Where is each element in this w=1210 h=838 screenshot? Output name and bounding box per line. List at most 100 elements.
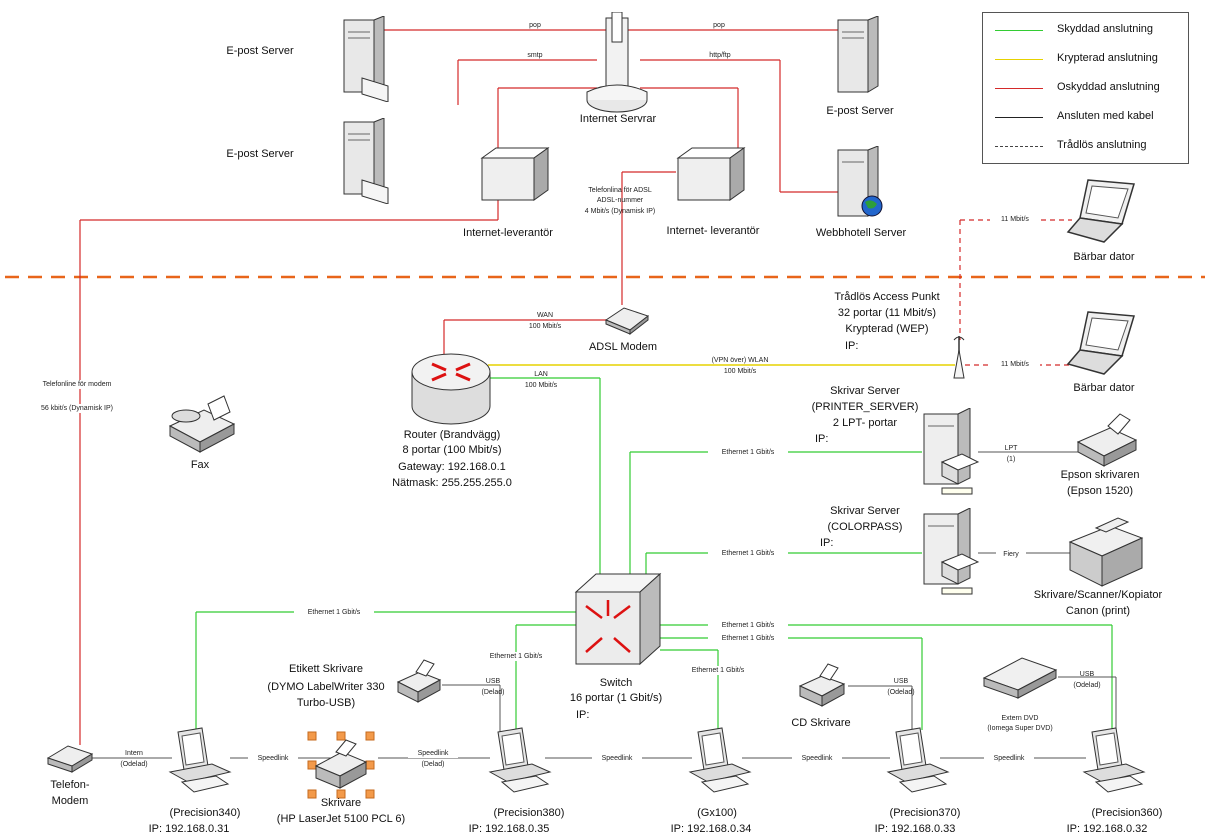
wan-label: WAN bbox=[536, 312, 554, 319]
pc-ip: IP: 192.168.0.35 bbox=[468, 823, 550, 835]
modem-line-label: 56 kbit/s (Dynamisk IP) bbox=[22, 404, 132, 413]
speedlink-label: Speedlink bbox=[792, 754, 842, 763]
ethernet-label: Ethernet 1 Gbit/s bbox=[708, 448, 788, 457]
router-icon bbox=[411, 353, 491, 425]
desktop-pc-icon bbox=[488, 727, 552, 793]
epson-printer-icon bbox=[1076, 413, 1138, 467]
pc-name: (Precision380) bbox=[493, 807, 565, 819]
internet-servers-icon bbox=[586, 12, 648, 113]
pc-name: (Precision360) bbox=[1091, 807, 1163, 819]
speedlink-label: Speedlink bbox=[592, 754, 642, 763]
isp-box-icon bbox=[676, 147, 746, 201]
dymo-printer-icon bbox=[396, 659, 442, 703]
isp-box-icon bbox=[480, 147, 550, 201]
usb-label: (Odelad) bbox=[887, 689, 915, 696]
intern-label: Intern bbox=[125, 750, 143, 757]
copier-icon bbox=[1068, 517, 1144, 587]
access-point-icon bbox=[953, 336, 965, 379]
email-server-label: E-post Server bbox=[826, 105, 894, 117]
dvd-drive-icon bbox=[982, 657, 1058, 699]
print-server-label: Skrivar Server bbox=[830, 505, 900, 517]
email-server-icon bbox=[343, 16, 389, 102]
switch-icon bbox=[574, 572, 662, 666]
fiery-label: Fiery bbox=[996, 550, 1026, 559]
desktop-pc-icon bbox=[688, 727, 752, 793]
email-server-icon bbox=[343, 118, 389, 204]
speedlink-label: Speedlink bbox=[248, 754, 298, 763]
dymo-label: (DYMO LabelWriter 330 bbox=[267, 681, 385, 693]
pop-label: pop bbox=[713, 22, 725, 29]
telephone-modem-label: Modem bbox=[51, 795, 89, 807]
epson-label: (Epson 1520) bbox=[1066, 485, 1134, 497]
dymo-label: Turbo-USB) bbox=[296, 697, 356, 709]
ethernet-label: Ethernet 1 Gbit/s bbox=[476, 652, 556, 661]
router-label: Nätmask: 255.255.255.0 bbox=[392, 477, 512, 489]
pc-name: (Gx100) bbox=[697, 807, 737, 819]
email-server-label: E-post Server bbox=[226, 148, 294, 160]
isp-label: Internet-leverantör bbox=[463, 227, 553, 239]
speedlink-label: Speedlink bbox=[408, 749, 458, 758]
intern-label: (Odelad) bbox=[120, 761, 148, 768]
laptop-icon bbox=[1066, 179, 1135, 243]
desktop-pc-icon bbox=[886, 727, 950, 793]
http-ftp-label: http/ftp bbox=[709, 52, 731, 59]
pc-ip: IP: 192.168.0.32 bbox=[1066, 823, 1148, 835]
smtp-label: smtp bbox=[527, 52, 543, 59]
hp-printer-icon bbox=[307, 731, 375, 799]
laptop-label: Bärbar dator bbox=[1073, 382, 1135, 394]
pc-ip: IP: 192.168.0.31 bbox=[148, 823, 230, 835]
print-server-label: (COLORPASS) bbox=[827, 521, 903, 533]
pc-name: (Precision370) bbox=[889, 807, 961, 819]
lpt-label: LPT bbox=[1004, 445, 1018, 452]
wifi-speed-label: 11 Mbit/s bbox=[990, 215, 1040, 224]
speedlink-label: Speedlink bbox=[984, 754, 1034, 763]
telephone-modem-label: Telefon- bbox=[50, 779, 90, 791]
usb-label: (Delad) bbox=[481, 689, 505, 696]
dvd-label: Extern DVD bbox=[1001, 715, 1039, 722]
fax-icon bbox=[168, 395, 236, 453]
hp-printer-label: (HP LaserJet 5100 PCL 6) bbox=[276, 813, 406, 825]
usb-label: USB bbox=[1079, 671, 1095, 678]
vpn-label: 100 Mbit/s bbox=[723, 368, 757, 375]
copier-label: Canon (print) bbox=[1065, 605, 1131, 617]
laptop-icon bbox=[1066, 311, 1135, 375]
modem-line-label: Telefonline för modem bbox=[22, 380, 132, 389]
webhotel-label: Webbhotell Server bbox=[815, 227, 907, 239]
print-server-label: Skrivar Server bbox=[830, 385, 900, 397]
adsl-line-label: ADSL-nummer bbox=[596, 197, 644, 204]
legend-wireless: Trådlös anslutning bbox=[1057, 139, 1147, 151]
access-point-label: Trådlös Access Punkt bbox=[834, 291, 940, 303]
adsl-line-label: Telefonlina för ADSL bbox=[588, 187, 652, 194]
switch-label: 16 portar (1 Gbit/s) bbox=[569, 692, 663, 704]
email-server-icon bbox=[837, 16, 879, 93]
router-label: 8 portar (100 Mbit/s) bbox=[402, 444, 502, 456]
ethernet-label: Ethernet 1 Gbit/s bbox=[708, 634, 788, 643]
print-server-label: 2 LPT- portar bbox=[832, 417, 898, 429]
internet-servers-label: Internet Servrar bbox=[579, 113, 657, 125]
adsl-modem-icon bbox=[604, 307, 650, 336]
dvd-label: (Iomega Super DVD) bbox=[987, 725, 1053, 732]
webhotel-server-icon bbox=[837, 146, 883, 217]
ethernet-label: Ethernet 1 Gbit/s bbox=[678, 666, 758, 675]
pop-label: pop bbox=[529, 22, 541, 29]
email-server-label: E-post Server bbox=[226, 45, 294, 57]
telephone-modem-icon bbox=[46, 745, 94, 773]
lan-label: LAN bbox=[534, 371, 548, 378]
usb-label: USB bbox=[485, 678, 501, 685]
copier-label: Skrivare/Scanner/Kopiator bbox=[1033, 589, 1163, 601]
cd-printer-label: CD Skrivare bbox=[791, 717, 851, 729]
switch-ip: IP: bbox=[576, 709, 590, 721]
fax-label: Fax bbox=[190, 459, 210, 471]
print-server-ip: IP: bbox=[820, 537, 834, 549]
switch-label: Switch bbox=[599, 677, 633, 689]
access-point-ip: IP: bbox=[845, 340, 859, 352]
usb-label: USB bbox=[893, 678, 909, 685]
print-server-label: (PRINTER_SERVER) bbox=[811, 401, 919, 413]
ethernet-label: Ethernet 1 Gbit/s bbox=[708, 621, 788, 630]
laptop-label: Bärbar dator bbox=[1073, 251, 1135, 263]
legend-cable: Ansluten med kabel bbox=[1057, 110, 1154, 122]
adsl-line-label: 4 Mbit/s (Dynamisk IP) bbox=[584, 208, 656, 215]
epson-label: Epson skrivaren bbox=[1060, 469, 1140, 481]
ethernet-label: Ethernet 1 Gbit/s bbox=[708, 549, 788, 558]
